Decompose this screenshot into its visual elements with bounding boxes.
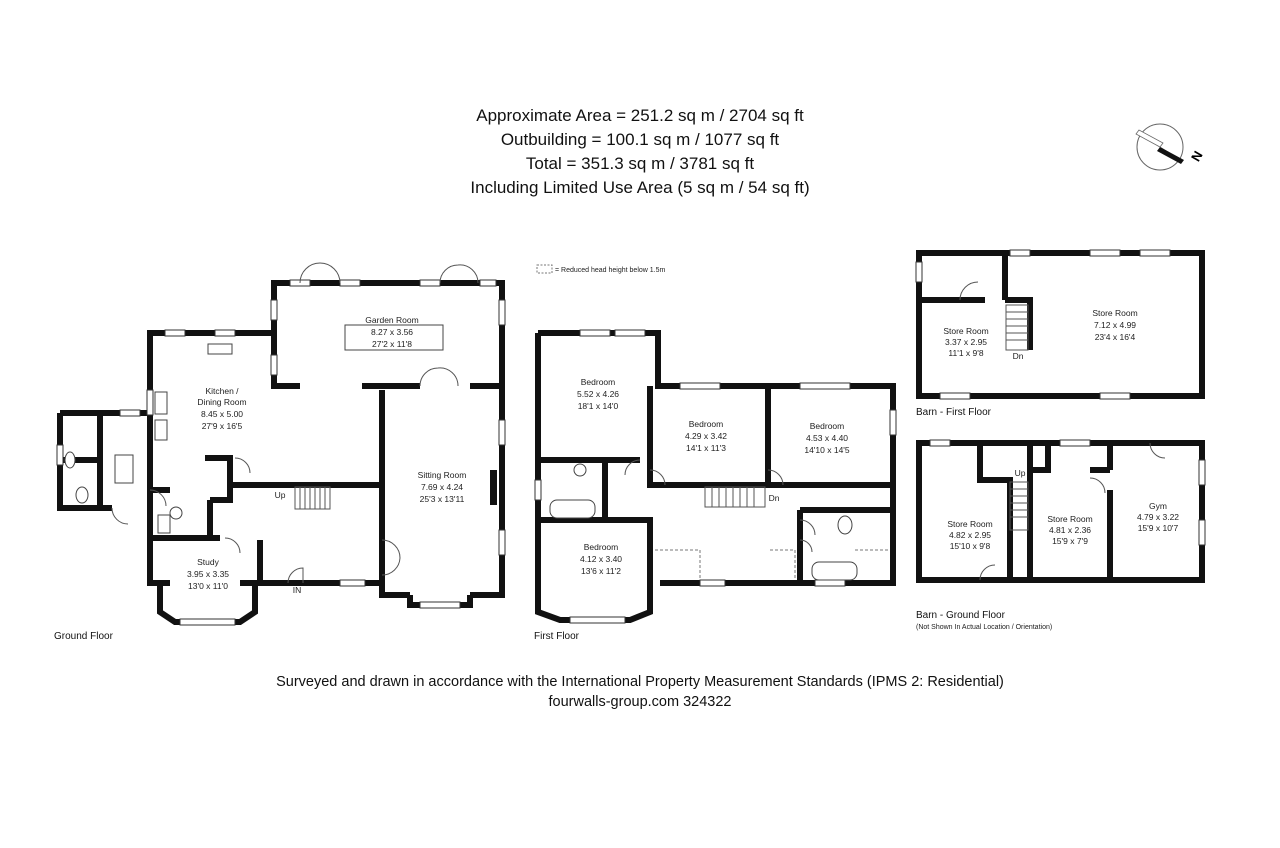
bedroom3-name: Bedroom [810,421,845,431]
first-floor-plan [534,329,897,624]
reduced-height-legend-text: = Reduced head height below 1.5m [555,267,665,274]
garden-room-metric: 8.27 x 3.56 [371,327,413,337]
barn-store-large-metric: 7.12 x 4.99 [1094,320,1136,330]
bedroom1-imperial: 18'1 x 14'0 [578,401,619,411]
kitchen-name-line2: Dining Room [197,397,246,407]
north-label: N [1188,148,1206,164]
barn-stairs-up-label: Up [1015,468,1026,478]
kitchen-metric: 8.45 x 5.00 [201,409,243,419]
barn-store-small-name: Store Room [943,326,988,336]
bedroom1-name: Bedroom [581,377,616,387]
barn-first-floor-label: Barn - First Floor [916,407,992,418]
limited-use-area-text: Including Limited Use Area (5 sq m / 54 … [470,178,810,197]
sitting-room-metric: 7.69 x 4.24 [421,482,463,492]
barn-store-b-name: Store Room [1047,514,1092,524]
bedroom2-name: Bedroom [689,419,724,429]
ground-stairs-up-label: Up [275,490,286,500]
barn-first-floor-plan [915,249,1205,400]
total-area-text: Total = 351.3 sq m / 3781 sq ft [525,154,755,173]
study-metric: 3.95 x 3.35 [187,569,229,579]
kitchen-name-line1: Kitchen / [205,386,239,396]
barn-store-a-imperial: 15'10 x 9'8 [950,541,991,551]
compass-icon: N [1135,123,1206,171]
first-floor-label: First Floor [534,631,580,642]
bedroom4-imperial: 13'6 x 11'2 [581,566,621,576]
survey-footer: Surveyed and drawn in accordance with th… [0,672,1280,712]
company-reference-text: fourwalls-group.com 324322 [548,694,732,710]
barn-ground-floor-plan [916,439,1206,583]
bedroom4-metric: 4.12 x 3.40 [580,554,622,564]
sitting-room-imperial: 25'3 x 13'11 [420,494,465,504]
ground-floor-label: Ground Floor [54,631,114,642]
bedroom1-metric: 5.52 x 4.26 [577,389,619,399]
kitchen-imperial: 27'9 x 16'5 [202,421,243,431]
barn-ground-floor-label: Barn - Ground Floor [916,610,1006,621]
barn-stairs-down-label: Dn [1013,351,1024,361]
barn-store-large-imperial: 23'4 x 16'4 [1095,332,1136,342]
study-name: Study [197,557,219,567]
bedroom3-metric: 4.53 x 4.40 [806,433,848,443]
barn-store-b-imperial: 15'9 x 7'9 [1052,536,1088,546]
reduced-height-legend-swatch [536,264,553,274]
entrance-in-label: IN [293,585,302,595]
garden-room-imperial: 27'2 x 11'8 [372,339,412,349]
garden-room-name: Garden Room [365,315,418,325]
barn-store-b-metric: 4.81 x 2.36 [1049,525,1091,535]
barn-store-a-metric: 4.82 x 2.95 [949,530,991,540]
survey-standard-text: Surveyed and drawn in accordance with th… [276,674,1004,690]
barn-store-large-name: Store Room [1092,308,1137,318]
barn-store-a-name: Store Room [947,519,992,529]
gym-name: Gym [1149,501,1167,511]
first-stairs-down-label: Dn [769,493,780,503]
gym-metric: 4.79 x 3.22 [1137,512,1179,522]
ground-floor-plan [56,262,506,626]
study-imperial: 13'0 x 11'0 [188,581,228,591]
bedroom4-name: Bedroom [584,542,619,552]
barn-store-small-imperial: 11'1 x 9'8 [948,348,983,358]
barn-store-small-metric: 3.37 x 2.95 [945,337,987,347]
barn-ground-floor-note: (Not Shown In Actual Location / Orientat… [916,624,1052,631]
area-summary: Approximate Area = 251.2 sq m / 2704 sq … [0,104,1280,200]
bedroom3-imperial: 14'10 x 14'5 [804,445,850,455]
outbuilding-area-text: Outbuilding = 100.1 sq m / 1077 sq ft [500,130,780,149]
approximate-area-text: Approximate Area = 251.2 sq m / 2704 sq … [476,106,804,125]
sitting-room-name: Sitting Room [418,470,467,480]
bedroom2-metric: 4.29 x 3.42 [685,431,727,441]
gym-imperial: 15'9 x 10'7 [1138,523,1179,533]
bedroom2-imperial: 14'1 x 11'3 [686,443,726,453]
